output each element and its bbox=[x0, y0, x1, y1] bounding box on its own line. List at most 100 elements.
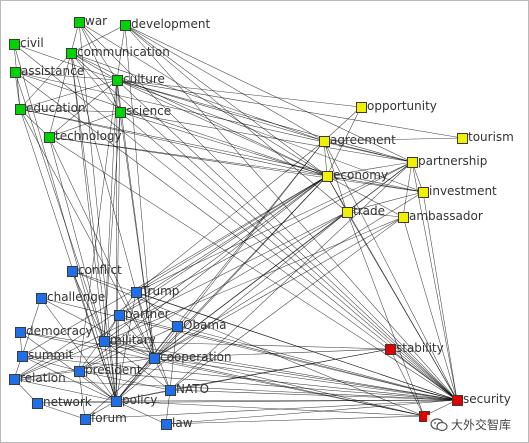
node-assistance[interactable] bbox=[10, 67, 21, 78]
node-label-cooperation: cooperation bbox=[160, 350, 232, 364]
edge-culture-investment bbox=[116, 79, 424, 193]
node-culture[interactable] bbox=[112, 75, 123, 86]
edge-relation-policy bbox=[13, 378, 117, 402]
edge-development-security bbox=[124, 24, 458, 401]
edge-agreement-partnership bbox=[323, 140, 413, 163]
edge-assistance-education bbox=[14, 71, 21, 110]
edge-communication-security bbox=[70, 52, 458, 401]
edge-culture-president bbox=[78, 79, 118, 372]
node-label-democracy: democracy bbox=[26, 324, 93, 338]
edge-assistance-security bbox=[14, 71, 458, 401]
node-label-assistance: assistance bbox=[21, 64, 85, 78]
edge-trade-president bbox=[78, 211, 348, 372]
edge-assistance-partnership bbox=[14, 71, 413, 163]
edge-communication-education bbox=[19, 52, 72, 110]
node-forum[interactable] bbox=[80, 414, 91, 425]
node-economy[interactable] bbox=[322, 171, 333, 182]
node-label-relation: relation bbox=[20, 371, 66, 385]
node-communication[interactable] bbox=[66, 48, 77, 59]
node-label-partnership: partnership bbox=[418, 154, 488, 168]
node-development[interactable] bbox=[120, 20, 131, 31]
edge-democracy-peace bbox=[19, 331, 425, 417]
node-label-challenge: challenge bbox=[47, 290, 106, 304]
node-label-ambassador: ambassador bbox=[409, 209, 483, 223]
node-network[interactable] bbox=[32, 398, 43, 409]
edge-war-culture bbox=[78, 21, 118, 81]
edge-science-partnership bbox=[119, 111, 413, 163]
node-label-investment: investment bbox=[429, 184, 497, 198]
node-stability[interactable] bbox=[385, 344, 396, 355]
node-partner[interactable] bbox=[114, 310, 125, 321]
edge-technology-economy bbox=[48, 136, 328, 177]
edge-policy-stability bbox=[115, 348, 391, 402]
node-label-Obama: Obama bbox=[183, 318, 227, 332]
edge-challenge-policy bbox=[40, 297, 117, 402]
edge-investment-trade bbox=[346, 191, 424, 213]
edge-military-stability bbox=[103, 340, 391, 350]
edge-president-NATO bbox=[78, 370, 171, 391]
node-partnership[interactable] bbox=[407, 157, 418, 168]
edge-Obama-policy bbox=[115, 325, 178, 402]
edge-cooperation-stability bbox=[153, 348, 391, 359]
node-label-partner: partner bbox=[125, 307, 170, 321]
node-Trump[interactable] bbox=[131, 287, 142, 298]
edge-partner-policy bbox=[115, 314, 120, 402]
edge-Trump-Obama bbox=[135, 291, 178, 327]
edge-development-economy bbox=[124, 24, 328, 177]
edge-military-security bbox=[103, 340, 458, 401]
node-military[interactable] bbox=[99, 336, 110, 347]
edge-network-forum bbox=[36, 402, 86, 420]
edge-communication-cooperation bbox=[70, 52, 155, 359]
node-policy[interactable] bbox=[111, 396, 122, 407]
node-security[interactable] bbox=[452, 395, 463, 406]
node-tourism[interactable] bbox=[457, 133, 468, 144]
edge-stability-peace bbox=[389, 348, 425, 417]
edge-development-trade bbox=[124, 24, 348, 213]
edge-culture-opportunity bbox=[116, 79, 362, 108]
node-war[interactable] bbox=[74, 17, 85, 28]
node-law[interactable] bbox=[161, 419, 172, 430]
edge-challenge-security bbox=[40, 297, 458, 401]
edge-military-policy bbox=[103, 340, 117, 402]
edge-culture-military bbox=[103, 79, 118, 342]
edge-democracy-policy bbox=[19, 331, 117, 402]
node-Obama[interactable] bbox=[172, 321, 183, 332]
edge-economy-military bbox=[103, 175, 328, 342]
edge-ambassador-relation bbox=[13, 216, 404, 380]
node-opportunity[interactable] bbox=[356, 102, 367, 113]
edge-trade-ambassador bbox=[346, 211, 404, 218]
edge-economy-relation bbox=[13, 175, 328, 380]
node-trade[interactable] bbox=[342, 207, 353, 218]
edge-development-partnership bbox=[124, 24, 413, 163]
edge-policy-security bbox=[115, 399, 458, 402]
node-agreement[interactable] bbox=[319, 136, 330, 147]
node-conflict[interactable] bbox=[67, 266, 78, 277]
node-NATO[interactable] bbox=[165, 385, 176, 396]
edge-policy-peace bbox=[115, 400, 425, 417]
edge-law-security bbox=[165, 399, 458, 425]
edge-development-culture bbox=[116, 24, 126, 81]
node-investment[interactable] bbox=[418, 187, 429, 198]
node-technology[interactable] bbox=[44, 132, 55, 143]
edge-development-agreement bbox=[124, 24, 325, 142]
node-summit[interactable] bbox=[17, 351, 28, 362]
node-cooperation[interactable] bbox=[149, 353, 160, 364]
edge-relation-president bbox=[13, 370, 80, 380]
edge-president-security bbox=[78, 370, 458, 401]
node-relation[interactable] bbox=[9, 374, 20, 385]
edge-summit-policy bbox=[21, 355, 117, 402]
node-label-science: science bbox=[126, 104, 172, 118]
node-ambassador[interactable] bbox=[398, 212, 409, 223]
node-science[interactable] bbox=[115, 107, 126, 118]
node-challenge[interactable] bbox=[36, 293, 47, 304]
edge-culture-tourism bbox=[116, 79, 463, 139]
edge-education-policy bbox=[19, 108, 117, 402]
node-president[interactable] bbox=[74, 366, 85, 377]
edge-opportunity-agreement bbox=[323, 106, 362, 142]
node-label-economy: economy bbox=[333, 168, 389, 182]
node-education[interactable] bbox=[15, 104, 26, 115]
node-civil[interactable] bbox=[9, 39, 20, 50]
node-democracy[interactable] bbox=[15, 327, 26, 338]
edge-partner-economy bbox=[118, 175, 328, 316]
